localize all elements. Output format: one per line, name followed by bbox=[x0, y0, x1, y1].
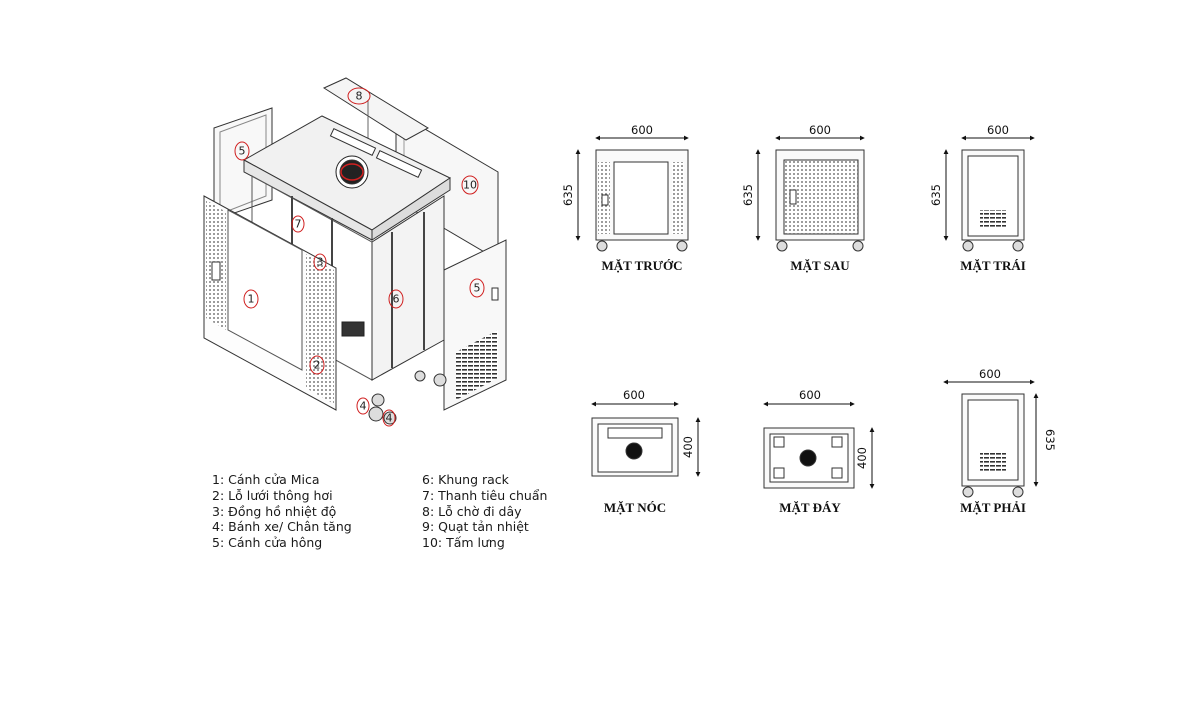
front-height: 635 bbox=[561, 184, 575, 206]
bottom-view-title: MẶT ĐÁY bbox=[779, 500, 841, 515]
legend-item-6: 6: Khung rack bbox=[422, 472, 509, 487]
dimension-labels: 600 635 600 635 600 635 600 400 600 400 … bbox=[561, 123, 1057, 469]
callout-5b: 5 bbox=[474, 282, 481, 295]
cable-entry-plate bbox=[322, 77, 429, 141]
legend-item-9: 9: Quạt tản nhiệt bbox=[422, 519, 529, 535]
legend-right: 6: Khung rack 7: Thanh tiêu chuẩn 8: Lỗ … bbox=[422, 472, 547, 551]
callout-2-circle bbox=[309, 355, 325, 375]
left-view-title: MẶT TRÁI bbox=[960, 258, 1026, 273]
callout-9-circle bbox=[340, 163, 364, 181]
exploded-cabinet-illustration bbox=[203, 77, 507, 425]
left-width: 600 bbox=[987, 123, 1009, 137]
callout-8-circle bbox=[347, 87, 371, 105]
callout-6: 6 bbox=[393, 293, 400, 306]
callout-5a-circle bbox=[234, 141, 250, 161]
callout-markers bbox=[234, 87, 485, 427]
callout-9: 9 bbox=[348, 166, 356, 179]
left-height: 635 bbox=[929, 184, 943, 206]
callout-8: 8 bbox=[356, 90, 363, 103]
legend-item-3: 3: Đồng hồ nhiệt độ bbox=[212, 503, 337, 519]
bottom-width: 600 bbox=[799, 388, 821, 402]
left-view bbox=[943, 135, 1035, 252]
bottom-view bbox=[763, 401, 875, 489]
right-view bbox=[943, 379, 1039, 498]
callout-4b: 4 bbox=[386, 412, 393, 425]
callout-4a-circle bbox=[356, 397, 370, 415]
legend-item-2: 2: Lỗ lưới thông hơi bbox=[212, 487, 333, 503]
bottom-depth: 400 bbox=[855, 447, 869, 469]
callout-4a: 4 bbox=[360, 400, 367, 413]
legend-item-1: 1: Cánh cửa Mica bbox=[212, 472, 320, 487]
callout-6-circle bbox=[388, 289, 404, 309]
legend-left: 1: Cánh cửa Mica 2: Lỗ lưới thông hơi 3:… bbox=[212, 472, 352, 551]
callout-1-circle bbox=[243, 289, 259, 309]
top-width: 600 bbox=[623, 388, 645, 402]
legend-item-4: 4: Bánh xe/ Chân tăng bbox=[212, 519, 352, 535]
callout-4b-circle bbox=[382, 409, 396, 427]
back-width: 600 bbox=[809, 123, 831, 137]
legend-item-7: 7: Thanh tiêu chuẩn bbox=[422, 487, 548, 503]
front-view-title: MẶT TRƯỚC bbox=[601, 258, 682, 273]
callout-5b-circle bbox=[469, 278, 485, 298]
top-view bbox=[591, 401, 701, 477]
callout-7: 7 bbox=[295, 218, 302, 231]
front-view bbox=[575, 135, 689, 252]
rear-side-door bbox=[213, 107, 273, 221]
legend-item-10: 10: Tấm lưng bbox=[422, 535, 505, 551]
callout-1: 1 bbox=[248, 293, 255, 306]
callout-10-circle bbox=[461, 175, 479, 195]
top-view-title: MẶT NÓC bbox=[604, 500, 666, 515]
top-depth: 400 bbox=[681, 436, 695, 458]
callout-7-circle bbox=[291, 215, 305, 233]
callout-3: 3 bbox=[317, 256, 324, 269]
callout-10: 10 bbox=[463, 179, 477, 192]
view-titles: MẶT TRƯỚC MẶT SAU MẶT TRÁI MẶT NÓC MẶT Đ… bbox=[601, 258, 1025, 515]
casters bbox=[368, 370, 447, 425]
legend-item-8: 8: Lỗ chờ đi dây bbox=[422, 503, 522, 519]
right-width: 600 bbox=[979, 367, 1001, 381]
callout-2: 2 bbox=[314, 359, 321, 372]
callout-labels: 1 2 3 4 4 5 5 6 7 8 9 10 bbox=[239, 90, 481, 425]
back-view-title: MẶT SAU bbox=[790, 258, 850, 273]
back-view bbox=[755, 135, 865, 252]
front-width: 600 bbox=[631, 123, 653, 137]
back-height: 635 bbox=[741, 184, 755, 206]
right-view-title: MẶT PHẢI bbox=[960, 500, 1026, 515]
legend-item-5: 5: Cánh cửa hông bbox=[212, 535, 323, 551]
callout-5a: 5 bbox=[239, 145, 246, 158]
callout-3-circle bbox=[313, 253, 327, 271]
right-height: 635 bbox=[1043, 429, 1057, 451]
